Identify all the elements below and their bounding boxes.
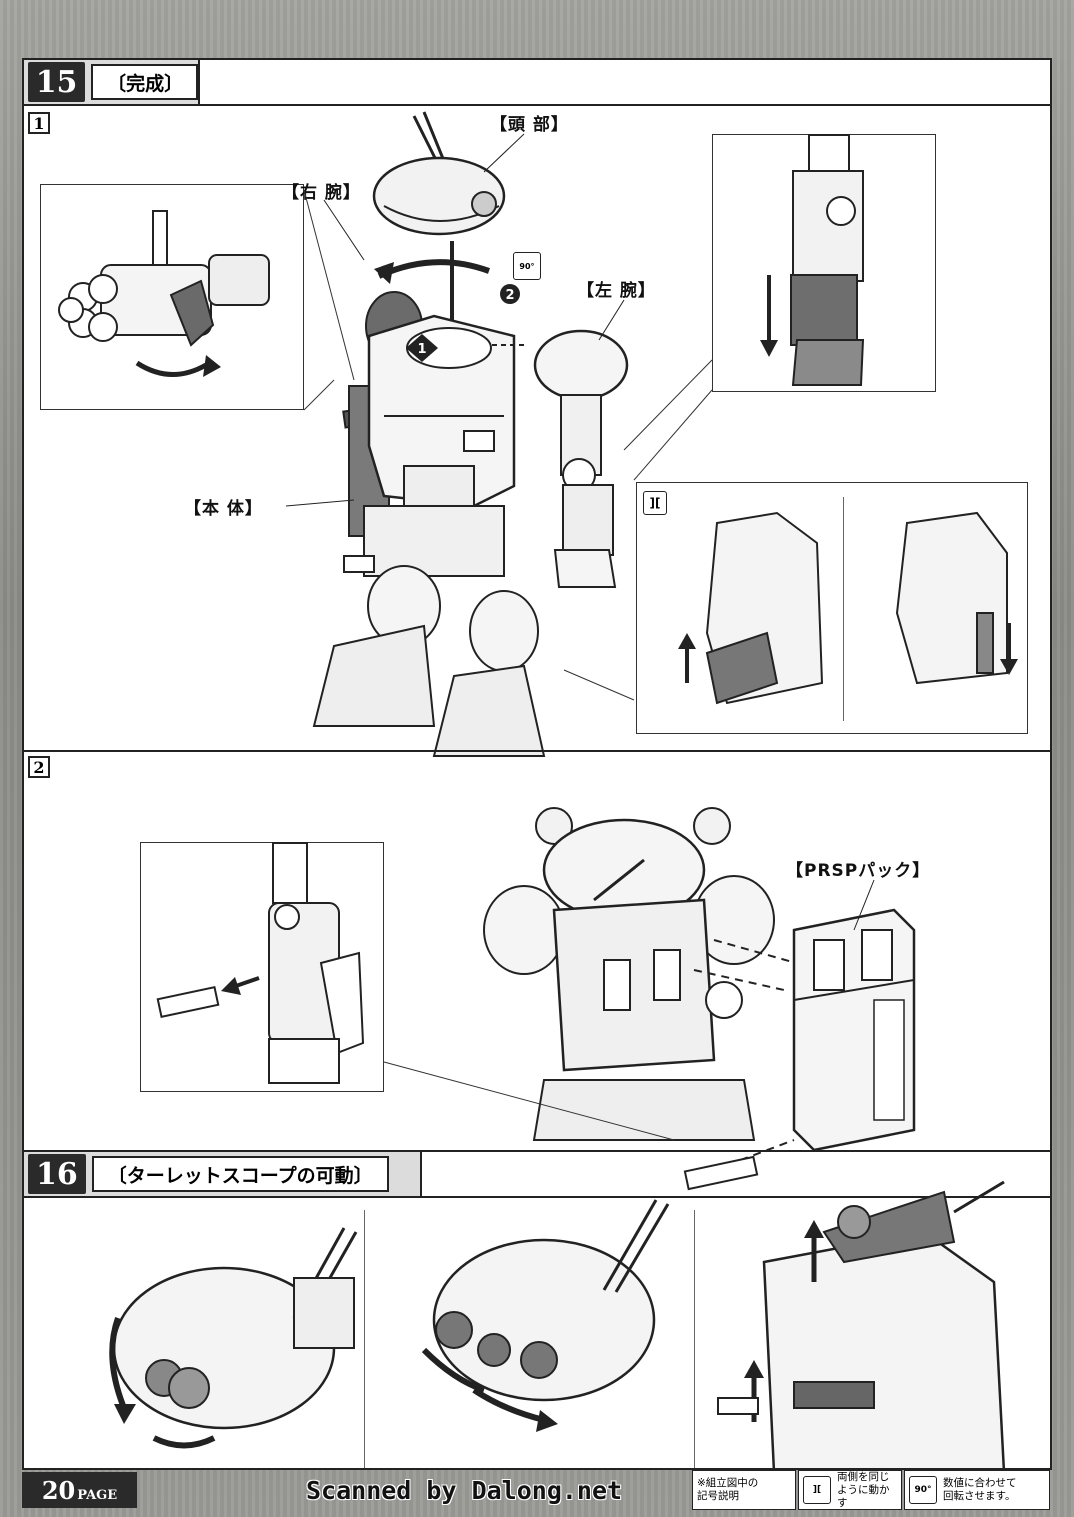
- scope-rotate-illustration: [109, 1227, 358, 1449]
- order-marker-2: 2: [500, 284, 520, 304]
- back-view-robot-illustration: [483, 807, 916, 1191]
- scanned-by-watermark: Scanned by Dalong.net: [306, 1475, 623, 1505]
- step-15-title: 〔完成〕: [91, 64, 198, 100]
- rotate-legend-icon: 90°: [909, 1476, 937, 1504]
- step-16-banner: 16 〔ターレットスコープの可動〕: [24, 1152, 422, 1198]
- back-hatch-illustration: [678, 511, 1018, 705]
- order-marker-1: 1: [406, 334, 438, 362]
- robot-head: [372, 111, 506, 236]
- instruction-sheet: 15 〔完成〕 1: [22, 58, 1052, 1470]
- rotate-90-badge: 90°: [513, 252, 541, 280]
- inset-gun-barrel: [140, 842, 384, 1092]
- legend-title: ※組立図中の 記号説明: [692, 1470, 796, 1510]
- label-left-arm: 【左 腕】: [577, 281, 656, 301]
- page-footer: 20 PAGE Scanned by Dalong.net ※組立図中の 記号説…: [22, 1470, 1052, 1510]
- scope-swing-illustration: [421, 1199, 670, 1432]
- legend-title-line2: 記号説明: [697, 1490, 739, 1502]
- sub-step-2-label: 2: [28, 756, 50, 778]
- page-number: 20 PAGE: [22, 1472, 137, 1508]
- forearm-illustration: [760, 134, 865, 386]
- both-sides-icon: ][: [643, 491, 667, 515]
- both-sides-legend-icon: ][: [803, 1476, 831, 1504]
- sub-step-1-label: 1: [28, 112, 50, 134]
- inset-forearm: [712, 134, 936, 392]
- legend-rotate: 90° 数値に合わせて 回転させます。: [904, 1470, 1050, 1510]
- label-head: 【頭 部】: [490, 115, 569, 135]
- legend-rotate-line1: 数値に合わせて: [943, 1477, 1017, 1489]
- legend-both-line2: ように動かす: [837, 1483, 890, 1509]
- step-15-banner: 15 〔完成〕: [24, 60, 200, 106]
- step-16-number: 16: [28, 1154, 86, 1194]
- legend-rotate-line2: 回転させます。: [943, 1490, 1016, 1502]
- inset-divider: [843, 497, 844, 721]
- step-16-top-rule: [24, 1150, 1050, 1152]
- page-number-value: 20: [41, 1476, 76, 1505]
- step-16-divider-1: [364, 1210, 365, 1468]
- gatling-gun-illustration: [58, 210, 270, 377]
- step-16-banner-rule: [422, 1196, 1050, 1198]
- prsp-pack: [792, 908, 916, 1152]
- prsp-leader-lines: [383, 879, 875, 1141]
- hatch-open-illustration: [717, 1180, 1006, 1468]
- inset-gatling-gun: [40, 184, 304, 410]
- label-prsp-pack: 【PRSPパック】: [786, 861, 931, 881]
- legend-title-line1: ※組立図中の: [697, 1477, 759, 1489]
- main-robot-illustration: 1 2: [312, 111, 546, 757]
- gun-barrel-illustration: [156, 842, 365, 1084]
- sub-step-divider: [24, 750, 1050, 752]
- page-number-suffix: PAGE: [77, 1488, 118, 1503]
- svg-text:1: 1: [417, 342, 426, 357]
- step-16-title: 〔ターレットスコープの可動〕: [91, 1156, 389, 1192]
- label-body: 【本 体】: [184, 499, 263, 519]
- svg-text:2: 2: [505, 288, 514, 303]
- left-arm-illustration: [489, 329, 629, 588]
- legend-both-line1: 両側を同じ: [837, 1470, 890, 1483]
- legend-both-sides: ][ 両側を同じ ように動かす: [798, 1470, 902, 1510]
- step-15-number: 15: [28, 62, 86, 102]
- label-right-arm: 【右 腕】: [282, 183, 361, 203]
- inset-back-hatch: ][: [636, 482, 1028, 734]
- step-16-divider-2: [694, 1210, 695, 1468]
- step-15-banner-rule: [200, 104, 1050, 106]
- leader-lines: [285, 133, 713, 701]
